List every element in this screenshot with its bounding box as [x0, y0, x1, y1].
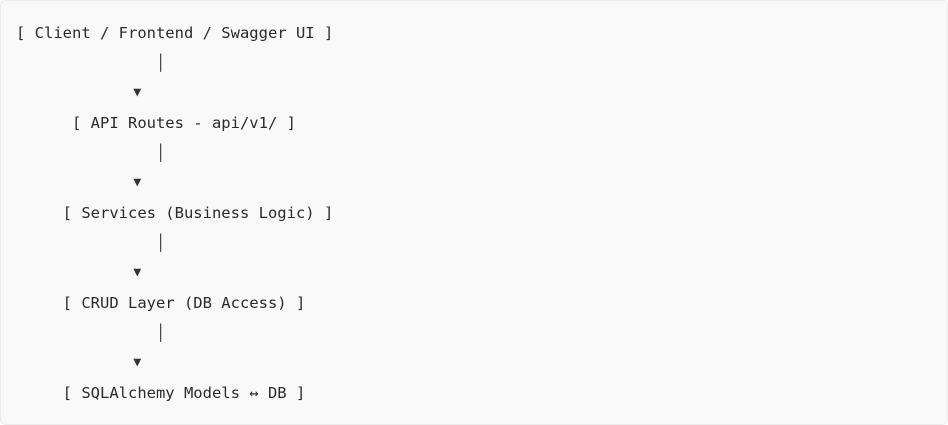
down-arrow-icon: ▼	[16, 265, 142, 280]
connector-line: │	[16, 324, 166, 342]
down-arrow-icon: ▼	[16, 355, 142, 370]
node-client-frontend: [ Client / Frontend / Swagger UI ]	[16, 24, 334, 42]
down-arrow-icon: ▼	[16, 85, 142, 100]
node-services: [ Services (Business Logic) ]	[16, 204, 334, 222]
node-crud-layer: [ CRUD Layer (DB Access) ]	[16, 294, 306, 312]
connector-line: │	[16, 234, 166, 252]
architecture-diagram: [ Client / Frontend / Swagger UI ] │ ▼ […	[1, 1, 947, 408]
node-api-routes: [ API Routes - api/v1/ ]	[16, 114, 296, 132]
node-sqlalchemy-models: [ SQLAlchemy Models ↔ DB ]	[16, 384, 306, 402]
connector-line: │	[16, 54, 166, 72]
down-arrow-icon: ▼	[16, 175, 142, 190]
connector-line: │	[16, 144, 166, 162]
